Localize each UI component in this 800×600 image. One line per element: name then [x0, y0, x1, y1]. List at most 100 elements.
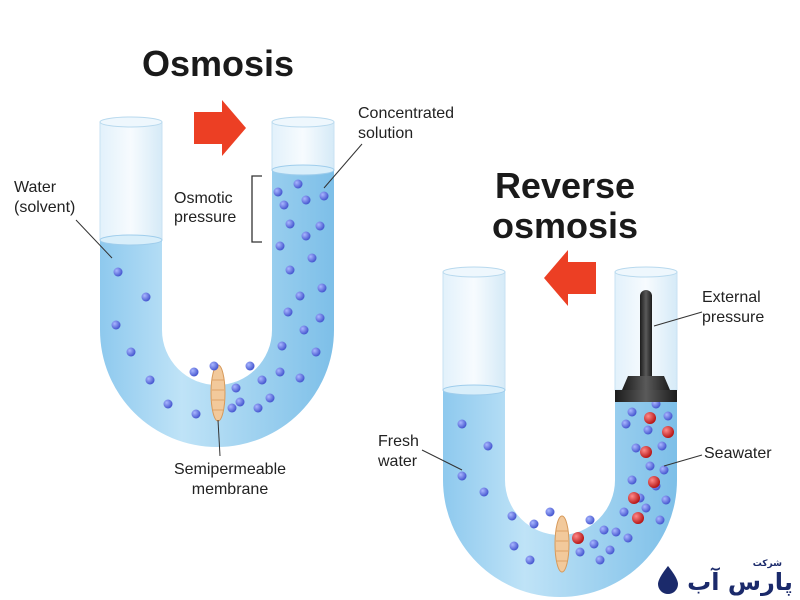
label-water-solvent-2: (solvent) [14, 199, 75, 216]
water-molecule [643, 425, 653, 435]
water-molecule [611, 527, 621, 537]
leader-fresh [421, 449, 463, 471]
water-molecule [231, 383, 241, 393]
piston-head [615, 390, 677, 402]
left-tube-glass-right [271, 121, 335, 171]
water-molecule [111, 320, 121, 330]
water-molecule [235, 397, 245, 407]
water-molecule [655, 515, 665, 525]
leader-semipermeable [217, 419, 221, 457]
water-molecule [627, 475, 637, 485]
water-molecule [295, 291, 305, 301]
piston-cap [622, 376, 670, 390]
salt-ion [632, 512, 644, 524]
reverse-osmosis-u-tube [442, 266, 678, 597]
reverse-water-surface-left [442, 384, 506, 396]
water-molecule [227, 403, 237, 413]
water-molecule [283, 307, 293, 317]
water-molecule [621, 419, 631, 429]
left-tube-rim-right [271, 116, 335, 128]
water-molecule [265, 393, 275, 403]
water-molecule [285, 219, 295, 229]
water-molecule [457, 471, 467, 481]
water-molecule [295, 373, 305, 383]
logo-main-text: پارس آب [687, 567, 793, 596]
salt-ion [640, 446, 652, 458]
water-molecule [273, 187, 283, 197]
water-molecule [315, 221, 325, 231]
water-molecule [525, 555, 535, 565]
label-concentrated-1: Concentrated [358, 105, 454, 122]
label-fresh-2: water [377, 453, 418, 470]
leader-water-solvent [75, 219, 113, 259]
salt-ion [662, 426, 674, 438]
water-molecule [245, 361, 255, 371]
left-tube-rim-left [99, 116, 163, 128]
water-molecule [307, 253, 317, 263]
salt-ion [572, 532, 584, 544]
water-molecule [191, 409, 201, 419]
label-external-1: External [702, 289, 761, 306]
salt-ion [644, 412, 656, 424]
water-molecule [545, 507, 555, 517]
leader-external [653, 311, 703, 327]
water-molecule [277, 341, 287, 351]
semipermeable-membrane [210, 364, 226, 422]
osmosis-molecules [111, 179, 329, 419]
osmotic-pressure-bracket [251, 175, 262, 243]
label-osmotic-2: pressure [174, 209, 236, 226]
water-molecule [585, 515, 595, 525]
water-molecule [317, 283, 327, 293]
water-molecule [285, 265, 295, 275]
water-molecule [605, 545, 615, 555]
water-molecule [645, 461, 655, 471]
water-molecule [299, 325, 309, 335]
water-molecule [163, 399, 173, 409]
water-molecule [599, 525, 609, 535]
water-molecule [275, 367, 285, 377]
label-fresh-1: Fresh [378, 433, 419, 450]
salt-ion [648, 476, 660, 488]
label-water-solvent-1: Water [14, 179, 57, 196]
water-molecule [657, 441, 667, 451]
water-molecule [311, 347, 321, 357]
reverse-osmosis-title-line2: osmosis [492, 205, 638, 246]
water-drop-icon [658, 566, 678, 594]
water-molecule [275, 241, 285, 251]
water-molecule [641, 503, 651, 513]
water-molecule [627, 407, 637, 417]
reverse-osmosis-title-line1: Reverse [495, 165, 635, 206]
salt-ion [628, 492, 640, 504]
right-tube-rim-right [614, 266, 678, 278]
water-molecule [575, 547, 585, 557]
label-semipermeable-2: membrane [192, 481, 269, 498]
water-molecule [257, 375, 267, 385]
red-right-arrow [194, 100, 246, 156]
water-molecule [301, 231, 311, 241]
water-molecule [279, 200, 289, 210]
logo-small-text: شرکت [753, 559, 782, 569]
reverse-semipermeable-membrane [554, 515, 570, 573]
leader-seawater [663, 454, 703, 467]
water-molecule [659, 465, 669, 475]
water-molecule [315, 313, 325, 323]
osmosis-water-surface-left [99, 234, 163, 246]
left-tube-glass-left [99, 121, 163, 241]
water-molecule [126, 347, 136, 357]
label-concentrated-2: solution [358, 125, 413, 142]
water-molecule [145, 375, 155, 385]
water-molecule [595, 555, 605, 565]
leader-concentrated [323, 143, 363, 189]
water-molecule [301, 195, 311, 205]
water-molecule [623, 533, 633, 543]
water-molecule [141, 292, 151, 302]
label-osmotic-1: Osmotic [174, 190, 233, 207]
piston-rod [640, 290, 652, 386]
red-left-arrow [544, 250, 596, 306]
osmosis-water-surface-right [271, 164, 335, 176]
water-molecule [509, 541, 519, 551]
water-molecule [589, 539, 599, 549]
osmosis-water [100, 170, 334, 447]
water-molecule [663, 411, 673, 421]
